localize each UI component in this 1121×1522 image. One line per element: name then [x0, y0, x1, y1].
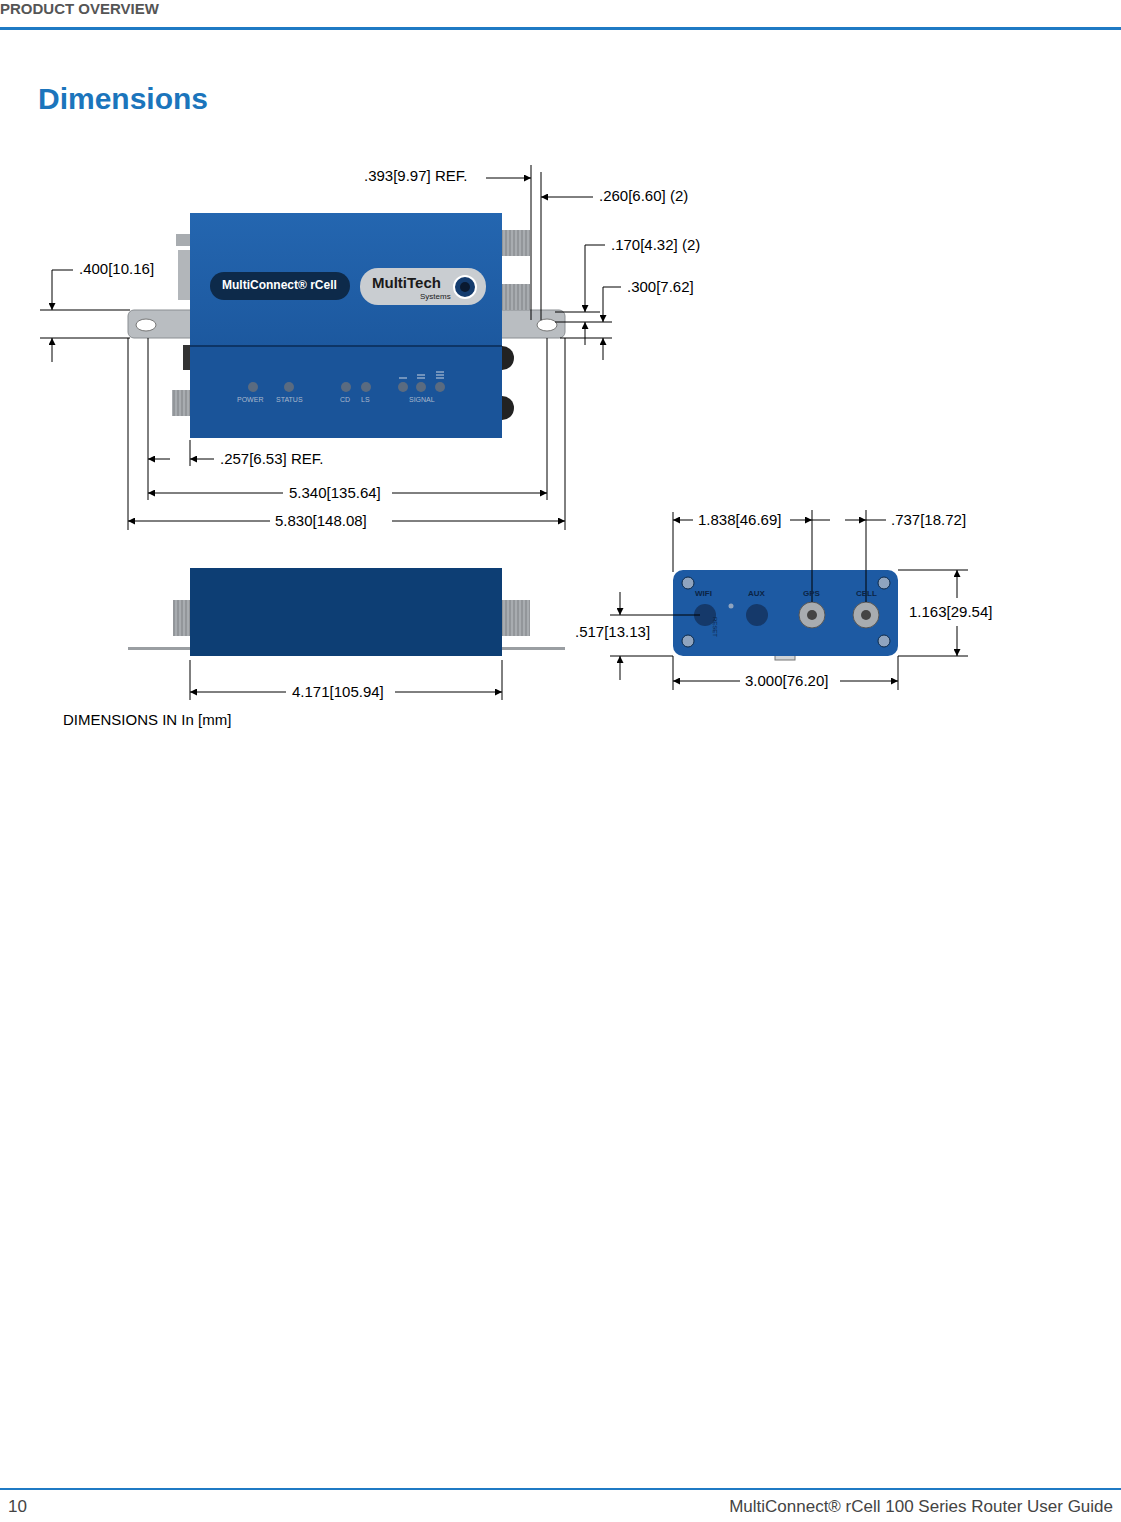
dimension: .300[7.62]	[625, 278, 696, 295]
led-label: POWER	[237, 396, 263, 404]
running-header: PRODUCT OVERVIEW	[0, 0, 159, 17]
dimension: 5.830[148.08]	[273, 512, 369, 529]
end-view	[673, 570, 898, 660]
port-label: GPS	[803, 589, 820, 598]
dimension: .393[9.97] REF.	[362, 167, 469, 184]
dimension: .260[6.60] (2)	[597, 187, 690, 204]
dimension: .737[18.72]	[889, 511, 968, 528]
port-label: WIFI	[695, 589, 712, 598]
product-logo: MultiConnect® rCell	[222, 279, 337, 293]
dimension: 5.340[135.64]	[287, 484, 383, 501]
dimension: 1.838[46.69]	[696, 511, 783, 528]
brand-logo: Systems	[420, 292, 451, 301]
dimension: .517[13.13]	[573, 623, 652, 640]
led-label: CD	[340, 396, 350, 404]
page-title: Dimensions	[38, 82, 208, 117]
dimension: .170[4.32] (2)	[609, 236, 702, 253]
dimension-lines	[40, 165, 968, 700]
led-label: STATUS	[276, 396, 303, 404]
side-view	[128, 568, 565, 656]
led-label: SIGNAL	[409, 396, 435, 404]
brand-logo: MultiTech	[372, 274, 441, 291]
page-number: 10	[8, 1497, 27, 1517]
dimension: .400[10.16]	[77, 260, 156, 277]
dimension: 4.171[105.94]	[290, 683, 386, 700]
dimension: 3.000[76.20]	[743, 672, 830, 689]
top-view	[128, 213, 565, 438]
button-label: RESET	[711, 617, 718, 637]
dimension: 1.163[29.54]	[907, 603, 994, 620]
footer-rule	[0, 1488, 1121, 1490]
led-label: LS	[361, 396, 370, 404]
running-footer: MultiConnect® rCell 100 Series Router Us…	[729, 1497, 1113, 1517]
units-note: DIMENSIONS IN In [mm]	[63, 711, 231, 728]
port-label: CELL	[856, 589, 877, 598]
header-rule	[0, 27, 1121, 30]
port-label: AUX	[748, 589, 765, 598]
dimension: .257[6.53] REF.	[218, 450, 325, 467]
